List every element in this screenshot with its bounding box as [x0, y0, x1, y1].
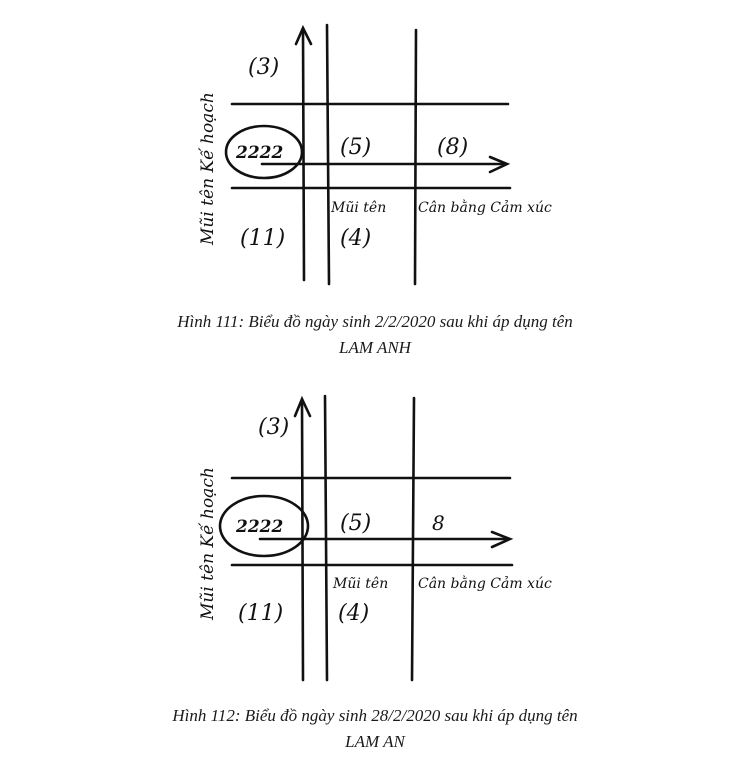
cell-bottom-left: (11) [238, 601, 283, 626]
circled-number-ring [224, 124, 304, 180]
cell-bottom-center: (4) [338, 601, 369, 626]
caption-line-1: Hình 111: Biểu đồ ngày sinh 2/2/2020 sau… [177, 312, 573, 331]
circled-number-ring [218, 494, 310, 558]
caption-111: Hình 111: Biểu đồ ngày sinh 2/2/2020 sau… [0, 309, 750, 361]
cell-top-left: (3) [248, 55, 279, 80]
cell-top-left: (3) [258, 415, 289, 440]
grid-line-v-right [413, 28, 418, 286]
vertical-arrow-label: Mũi tên Kế hoạch [198, 92, 218, 246]
vertical-arrow-head [294, 24, 313, 46]
birth-chart-grid-111: (3) 2222 (5) (8) (11) (4) Mũi tên Kế hoạ… [198, 23, 552, 286]
vertical-arrow-head [293, 395, 312, 418]
birth-chart-grid-112: (3) 2222 (5) 8 (11) (4) Mũi tên Kế hoạch… [198, 394, 552, 682]
cell-middle-right: 8 [432, 511, 445, 535]
caption-line-2: LAM ANH [339, 338, 411, 357]
arrow-meaning-label: Cân bằng Cảm xúc [418, 574, 552, 592]
vertical-arrow-line [301, 28, 306, 282]
arrow-name-label: Mũi tên [332, 576, 388, 592]
caption-line-2: LAM AN [345, 732, 405, 751]
figure-111: (3) 2222 (5) (8) (11) (4) Mũi tên Kế hoạ… [0, 0, 750, 300]
grid-line-v-mid [325, 23, 331, 286]
cell-middle-left: 2222 [235, 517, 283, 537]
cell-middle-center: (5) [340, 511, 371, 536]
cell-middle-left: 2222 [235, 143, 283, 163]
vertical-arrow-label: Mũi tên Kế hoạch [198, 467, 218, 621]
caption-112: Hình 112: Biểu đồ ngày sinh 28/2/2020 sa… [0, 703, 750, 755]
cell-bottom-left: (11) [240, 226, 285, 251]
cell-middle-right: (8) [437, 135, 468, 160]
cell-bottom-center: (4) [340, 226, 371, 251]
cell-middle-center: (5) [340, 135, 371, 160]
arrow-name-label: Mũi tên [330, 200, 386, 216]
horizontal-arrow-head [488, 155, 511, 174]
caption-line-1: Hình 112: Biểu đồ ngày sinh 28/2/2020 sa… [172, 706, 578, 725]
arrow-meaning-label: Cân bằng Cảm xúc [418, 198, 552, 216]
horizontal-arrow-head [490, 530, 514, 549]
figure-112: (3) 2222 (5) 8 (11) (4) Mũi tên Kế hoạch… [0, 388, 750, 688]
